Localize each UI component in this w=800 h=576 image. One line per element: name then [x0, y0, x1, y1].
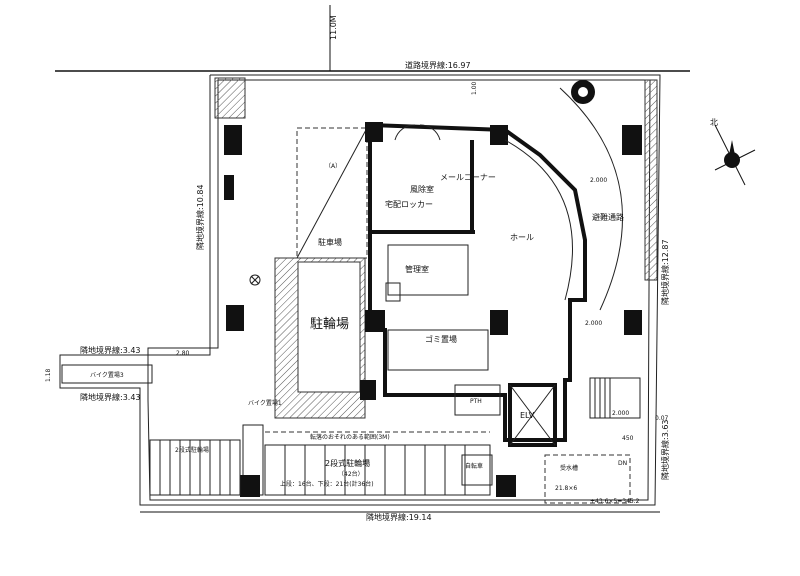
- bike-parking-1-label: バイク置場1: [248, 399, 282, 407]
- left-boundary-mid: 隣地境界線:3.43: [80, 345, 141, 355]
- management-room-label: 管理室: [405, 264, 429, 274]
- pth-box: [454, 384, 501, 416]
- road-width-label: 11.0M: [329, 15, 338, 40]
- elv-label: ELV: [520, 411, 535, 420]
- dim-007: 0.07: [655, 415, 669, 422]
- planter-top-left: [214, 77, 246, 119]
- pth-label: PTH: [470, 398, 482, 405]
- bike-parking-3-box: [61, 364, 153, 384]
- column-1: [224, 125, 242, 155]
- column-bottom-2: [496, 475, 516, 497]
- planter-right: [644, 79, 658, 281]
- bicycle-rack-center-lines: [284, 445, 466, 495]
- dim-formula2: 21.8×6: [555, 485, 577, 492]
- hall-curve: [504, 139, 573, 301]
- tank-label: 受水槽: [560, 464, 578, 472]
- left-boundary-top: 隣地境界線:10.84: [195, 184, 205, 250]
- self-bicycle-label: 自転車: [465, 462, 483, 470]
- dim-formula: +43.6×5=345.2: [590, 498, 640, 505]
- dim-2000a: 2.000: [590, 177, 607, 184]
- dim-2000b: 2.000: [585, 320, 602, 327]
- evacuation-path-arc: [559, 87, 623, 311]
- wind-room-label: 風除室: [410, 184, 434, 194]
- dim-2000c: 2.000: [612, 410, 629, 417]
- mail-corner-label: メールコーナー: [440, 173, 496, 182]
- bottom-boundary: 隣地境界線:19.14: [366, 512, 432, 522]
- bike-parking-3-label: バイク置場3: [90, 371, 124, 379]
- north-label: 北: [710, 118, 718, 127]
- elv-x2: [509, 384, 556, 446]
- bicycle-rack-left-lines: [159, 440, 231, 495]
- column-right-top: [622, 125, 642, 155]
- road-boundary-label: 道路境界線:16.97: [405, 60, 471, 70]
- column-3: [226, 305, 244, 331]
- compass-icon: [714, 124, 756, 186]
- column-2: [224, 175, 234, 200]
- dim-450: 450: [622, 435, 634, 442]
- evacuation-path-label: 避難通路: [592, 212, 624, 222]
- parking-label: 駐車場: [318, 237, 342, 247]
- entrance-door: [394, 124, 441, 141]
- column-center: [365, 310, 385, 332]
- management-room: [387, 244, 469, 296]
- left-boundary-low: 隣地境界線:3.43: [80, 392, 141, 402]
- column-entrance-right: [490, 125, 508, 145]
- column-right-mid: [624, 310, 642, 335]
- column-entrance-left: [365, 122, 383, 142]
- hall-label: ホール: [510, 233, 534, 242]
- tree-icon-inner: [578, 87, 588, 97]
- bicycle-parking-label: 駐輪場: [310, 316, 349, 332]
- self-bicycle-box: [461, 454, 493, 486]
- building-wall-main: [368, 123, 587, 442]
- fall-hazard-note: 転落のおそれのある範囲(3M): [310, 433, 390, 441]
- dim-280: 2.80: [176, 350, 190, 357]
- dim-118: 1.18: [45, 368, 52, 382]
- garbage-room: [387, 329, 489, 371]
- bicycle-rack-center: [264, 444, 491, 496]
- column-bottom-3: [360, 380, 376, 400]
- bike-count-center: （42台）: [338, 470, 364, 478]
- column-garbage-right: [490, 310, 508, 335]
- elv-shaft: [508, 383, 557, 447]
- dn-label: DN: [618, 460, 627, 467]
- parking-diagonal: [296, 127, 368, 259]
- delivery-locker-label: 宅配ロッカー: [385, 199, 433, 209]
- stairs: [589, 377, 641, 419]
- tank-area: [544, 454, 631, 504]
- toilet-icon: [385, 282, 401, 302]
- bicycle-inner: [297, 261, 361, 393]
- bike-upper-lower: 上段：16台、下段：21台(計36台): [280, 480, 374, 488]
- bicycle-2stage-left: 2段式駐輪場: [175, 446, 209, 454]
- site-boundary: [59, 74, 661, 506]
- parking-marker-x2: [250, 275, 260, 285]
- dim-100: 1.00: [471, 81, 478, 95]
- bicycle-rack-left: [149, 439, 241, 496]
- column-bottom-1: [240, 475, 260, 497]
- right-boundary: 隣地境界線:12.87: [660, 239, 670, 305]
- parking-marker: [249, 274, 261, 286]
- parking-area-label: （A）: [325, 163, 341, 170]
- right-boundary-low: 隣地境界線:3.63: [660, 419, 670, 480]
- site-boundary-inner: [147, 79, 651, 501]
- bicycle-2stage-center: 2段式駐輪場: [325, 458, 370, 468]
- garbage-room-label: ゴミ置場: [425, 334, 457, 344]
